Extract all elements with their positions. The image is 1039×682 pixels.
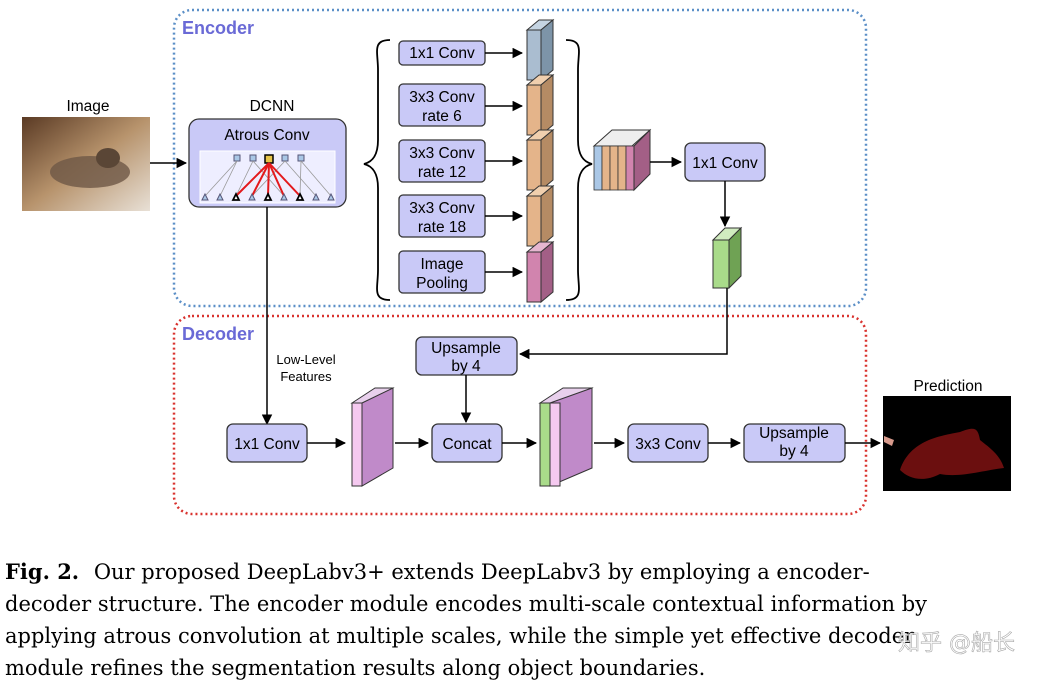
caption-lead: Fig. 2. [5,559,79,584]
left-brace [363,39,391,301]
svg-text:Pooling: Pooling [416,275,468,292]
svg-text:rate 12: rate 12 [418,164,466,181]
aspp-branch-rate18: 3x3 Conv rate 18 [398,194,486,238]
encoder-title: Encoder [182,18,254,38]
decoder-frame [172,314,868,516]
encoder-to-upsample-arrow [518,288,728,360]
atrous-conv-label: Atrous Conv [224,127,310,144]
svg-text:Image: Image [420,256,463,273]
aspp-concat-stack [592,128,652,192]
svg-text:Upsample: Upsample [431,340,501,357]
prediction-image [883,396,1011,491]
svg-text:by 4: by 4 [451,358,481,375]
decoder-title: Decoder [182,324,254,344]
svg-text:1x1 Conv: 1x1 Conv [234,436,300,453]
caption-line-4: module refines the segmentation results … [5,656,705,680]
svg-text:Upsample: Upsample [759,425,829,442]
right-brace [565,39,593,301]
aspp-cube-orange-3 [525,184,555,248]
aspp-branch-image-pooling: Image Pooling [398,250,486,294]
decoder-3x3-conv: 3x3 Conv [627,423,709,463]
watermark: 知乎 @船长 [898,631,1015,656]
decoder-upsample-top: Upsample by 4 [415,336,518,376]
prediction-label: Prediction [914,378,983,395]
caption-line-1: Fig. 2. Our proposed DeepLabv3+ extends … [5,559,870,584]
svg-text:1x1 Conv: 1x1 Conv [692,155,758,172]
encoder-output-cube-green [711,226,743,290]
caption-line-1-text: Our proposed DeepLabv3+ extends DeepLabv… [94,560,870,584]
aspp-cube-pink [525,240,555,304]
svg-text:1x1 Conv: 1x1 Conv [409,45,475,62]
low-level-label-2: Features [280,369,332,384]
decoder-upsample-final: Upsample by 4 [743,423,846,463]
figure-caption: Fig. 2. Our proposed DeepLabv3+ extends … [5,559,1015,680]
aspp-cube-orange-1 [525,73,555,137]
svg-text:rate 6: rate 6 [422,108,462,125]
svg-text:3x3 Conv: 3x3 Conv [409,145,475,162]
aspp-branch-rate6: 3x3 Conv rate 6 [398,83,486,127]
encoder-1x1-conv: 1x1 Conv [684,142,766,182]
svg-text:Concat: Concat [442,436,492,453]
aspp-cube-orange-2 [525,128,555,192]
decoder-1x1-conv: 1x1 Conv [226,423,308,463]
svg-text:3x3 Conv: 3x3 Conv [409,200,475,217]
caption-line-2: decoder structure. The encoder module en… [5,592,927,616]
decoder-concat-stack [538,387,594,487]
svg-text:3x3 Conv: 3x3 Conv [635,436,701,453]
encoder-frame [172,8,868,308]
caption-line-3: applying atrous convolution at multiple … [5,624,915,648]
decoder-concat: Concat [431,423,503,463]
aspp-arrows [485,47,524,278]
input-image [22,117,150,211]
aspp-cube-blue [525,18,555,82]
decoder-cube-purple [350,387,395,487]
svg-text:3x3 Conv: 3x3 Conv [409,89,475,106]
image-label: Image [66,98,109,115]
aspp-branch-rate12: 3x3 Conv rate 12 [398,139,486,183]
atrous-kernel-icon [199,150,336,204]
aspp-branch-1x1: 1x1 Conv [398,40,486,66]
svg-text:rate 18: rate 18 [418,219,466,236]
low-level-label-1: Low-Level [276,352,335,367]
dcnn-label: DCNN [250,98,295,115]
svg-text:by 4: by 4 [779,443,809,460]
